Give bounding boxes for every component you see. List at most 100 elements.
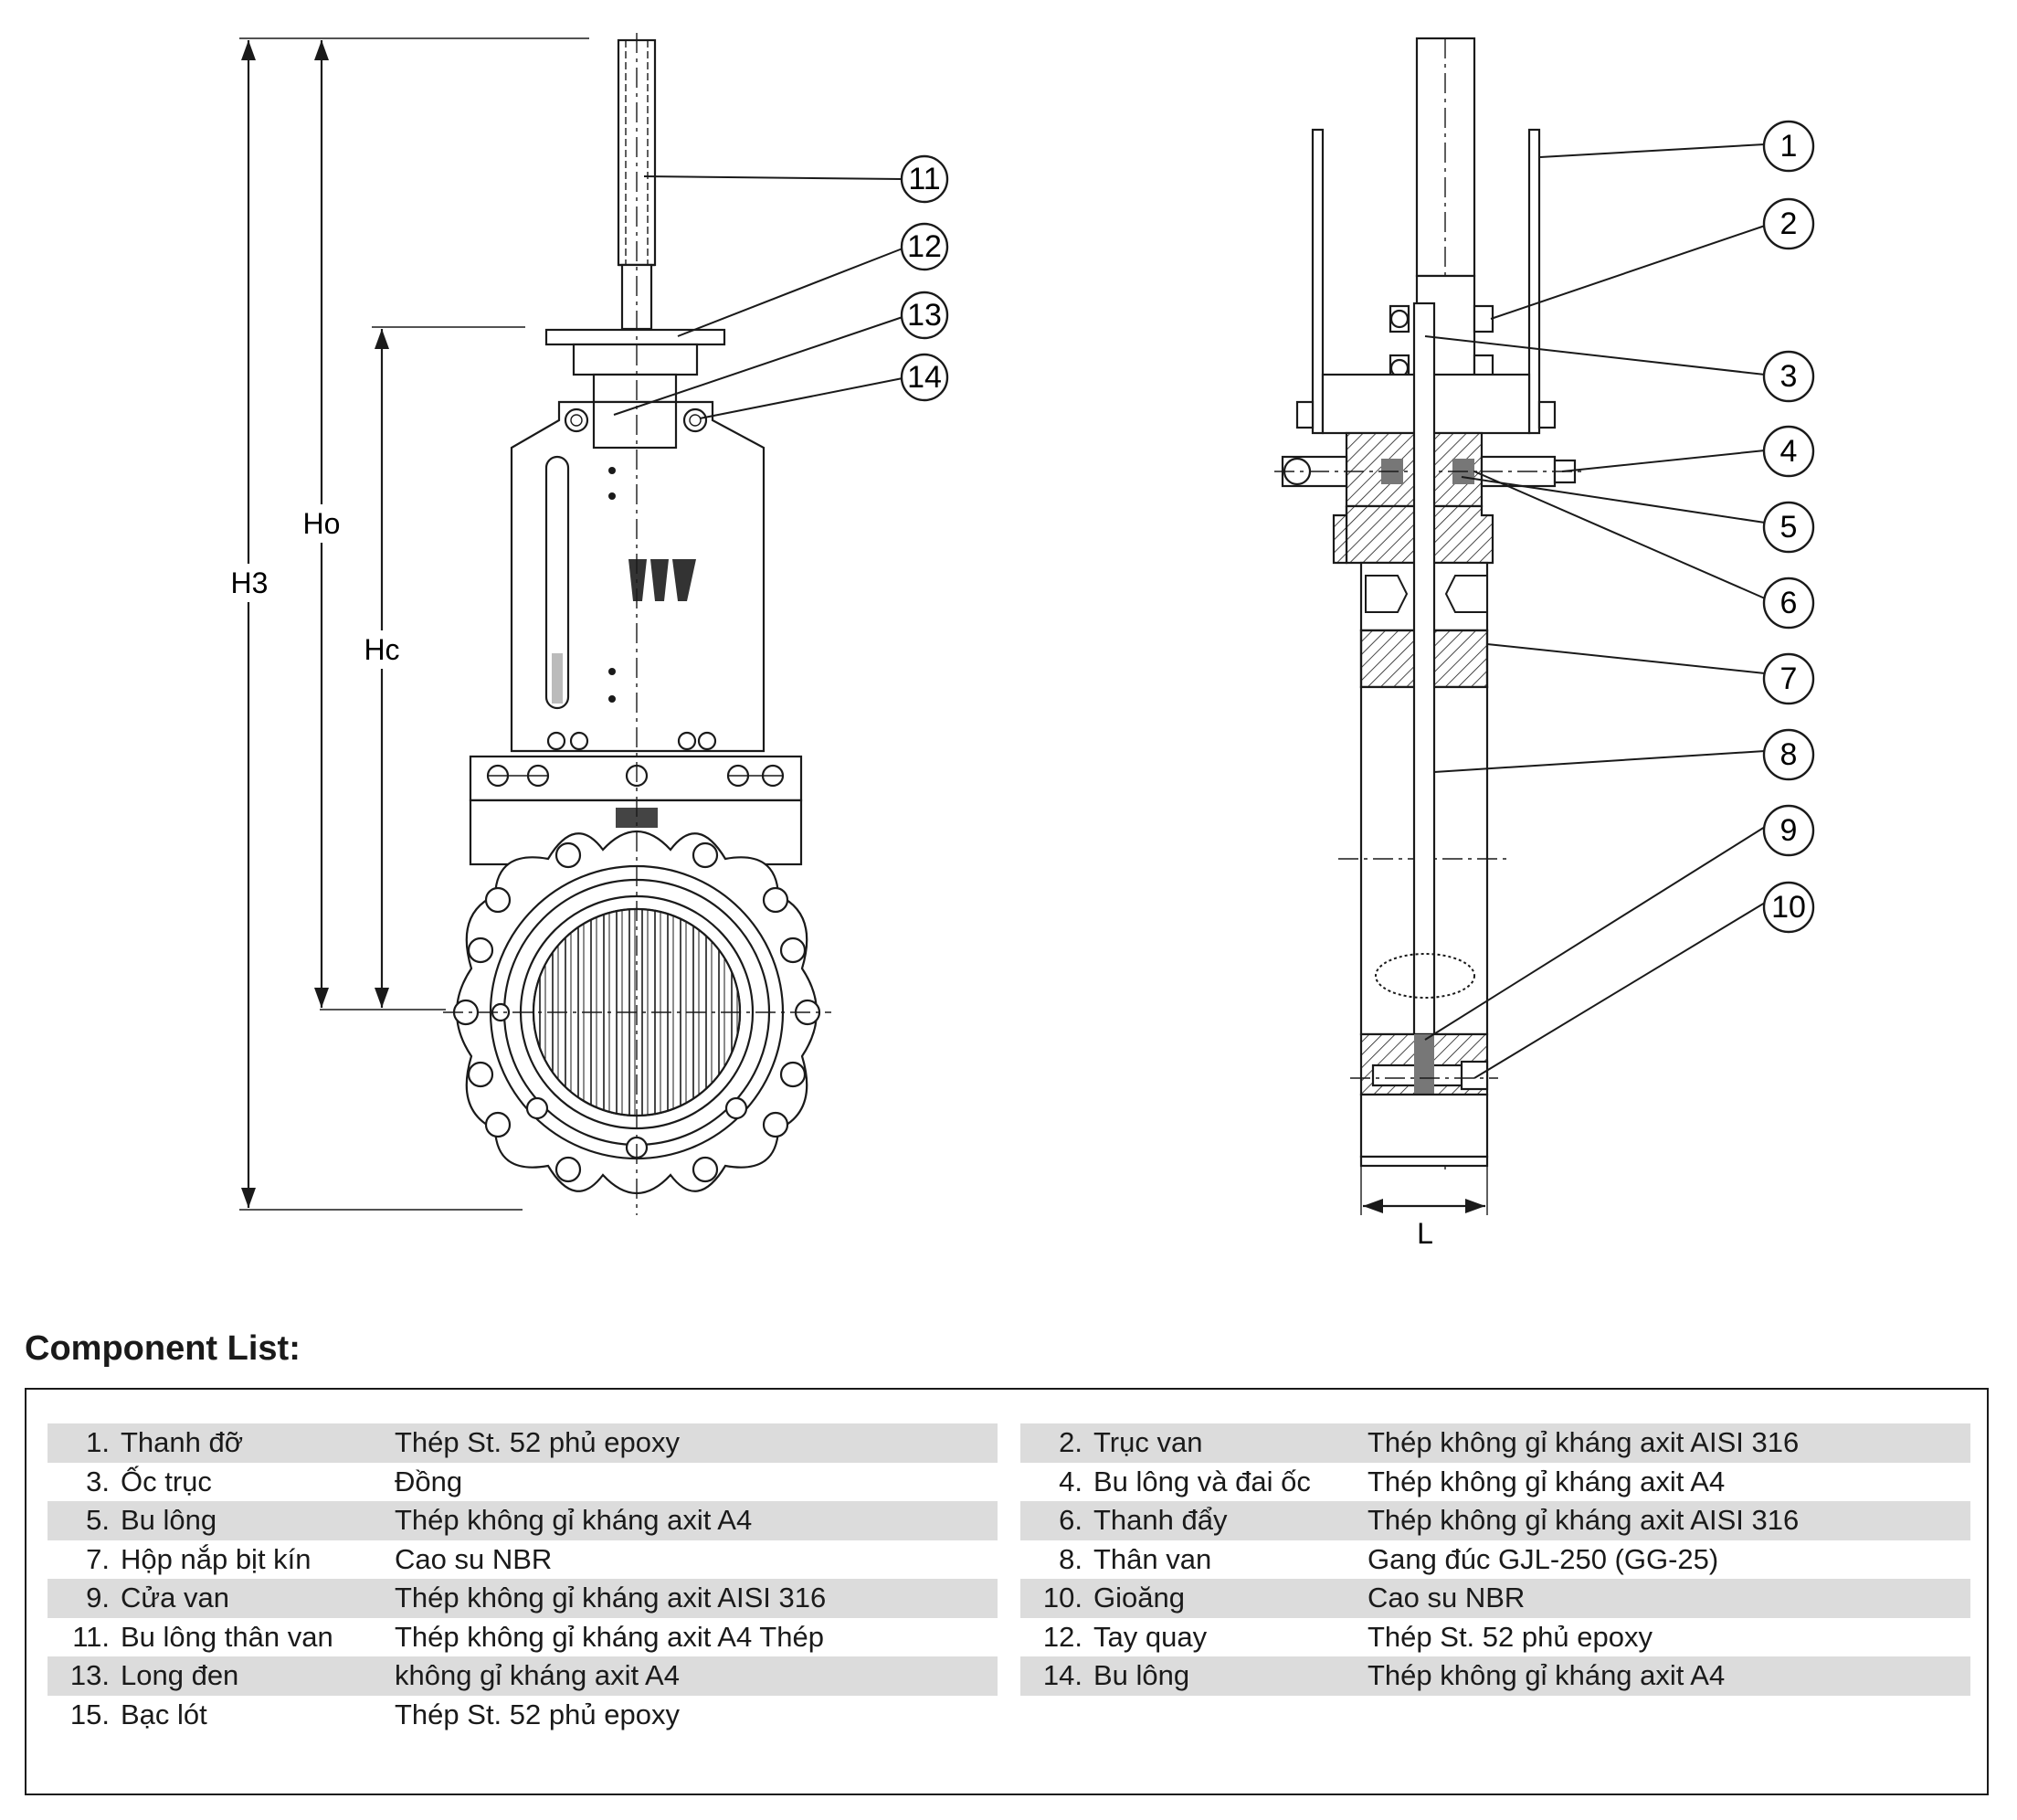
component-material: Cao su NBR (395, 1542, 553, 1575)
callout-4: 4 (1762, 425, 1815, 478)
svg-text:13: 13 (907, 298, 942, 333)
component-material: Cao su NBR (1368, 1582, 1526, 1614)
component-name: Cửa van (121, 1582, 229, 1614)
component-material: Thép không gỉ kháng axit A4 (1368, 1659, 1726, 1692)
component-row: 6. Thanh đẩy Thép không gỉ kháng axit AISI… (1020, 1501, 1970, 1540)
component-name: Hộp nắp bịt kín (121, 1542, 312, 1575)
component-material: Thép không gỉ kháng axit A4 (1368, 1465, 1726, 1497)
callout-9: 9 (1762, 804, 1815, 857)
svg-text:12: 12 (907, 229, 942, 264)
component-number: 11. (72, 1620, 110, 1653)
component-list-table: 1. Thanh đỡ Thép St. 52 phủ epoxy 3. Ốc trụ… (25, 1388, 1989, 1795)
component-name: Bu lông (1093, 1659, 1190, 1692)
dimension-ho-label: Ho (303, 507, 341, 540)
svg-text:2: 2 (1780, 206, 1798, 241)
callout-10: 10 (1762, 881, 1815, 934)
component-number: 8. (1059, 1542, 1082, 1575)
component-number: 12. (1042, 1620, 1082, 1653)
brand-logo (625, 557, 698, 603)
component-name: Bu lông và đai ốc (1093, 1465, 1311, 1497)
svg-text:1: 1 (1780, 129, 1798, 164)
section-view: L (1274, 37, 1766, 1250)
svg-text:9: 9 (1780, 813, 1798, 848)
component-number: 9. (86, 1582, 110, 1614)
svg-text:3: 3 (1780, 359, 1798, 394)
component-list-left-column: 1. Thanh đỡ Thép St. 52 phủ epoxy 3. Ốc trụ… (48, 1423, 998, 1734)
support-post-right (1527, 128, 1541, 435)
front-view: H3 Ho Hc (230, 33, 903, 1215)
callout-13: 13 (900, 291, 949, 340)
valve-technical-drawing: H3 Ho Hc (230, 33, 1815, 1250)
component-row: 4. Bu lông và đai ốc Thép không gỉ kháng a… (1020, 1463, 1970, 1502)
component-number: 2. (1059, 1426, 1082, 1459)
component-number: 4. (1059, 1465, 1082, 1497)
top-plate (544, 328, 726, 346)
component-row: 14. Bu lông Thép không gỉ kháng axit A4 (1020, 1656, 1970, 1696)
component-name: Gioăng (1093, 1582, 1185, 1614)
component-row: 10. Gioăng Cao su NBR (1020, 1579, 1970, 1618)
dimension-hc-label: Hc (364, 633, 399, 666)
component-number: 14. (1042, 1659, 1082, 1692)
component-material: Thép không gỉ kháng axit AISI 316 (395, 1582, 827, 1614)
component-material: Thép không gỉ kháng axit A4 (395, 1504, 753, 1537)
component-row: 13. Long đen không gỉ kháng axit A4 (48, 1656, 998, 1696)
component-name: Trục van (1093, 1426, 1203, 1459)
component-material: Thép St. 52 phủ epoxy (395, 1698, 680, 1730)
component-name: Bu lông thân van (121, 1620, 333, 1653)
dimension-l-label: L (1417, 1217, 1433, 1250)
component-number: 7. (86, 1542, 110, 1575)
callout-14: 14 (900, 353, 949, 402)
callout-3: 3 (1762, 350, 1815, 403)
svg-text:7: 7 (1780, 661, 1798, 696)
component-material: Thép St. 52 phủ epoxy (395, 1426, 680, 1459)
component-name: Thanh đẩy (1093, 1504, 1228, 1537)
knife-gate (1412, 302, 1436, 1036)
callout-5: 5 (1762, 501, 1815, 554)
component-row: 8. Thân van Gang đúc GJL-250 (GG-25) (1020, 1540, 1970, 1580)
svg-text:4: 4 (1780, 434, 1798, 469)
component-row: 1. Thanh đỡ Thép St. 52 phủ epoxy (48, 1423, 998, 1463)
component-row: 7. Hộp nắp bịt kín Cao su NBR (48, 1540, 998, 1580)
svg-text:5: 5 (1780, 510, 1798, 545)
component-row: 9. Cửa van Thép không gỉ kháng axit AISI 3… (48, 1579, 998, 1618)
component-name: Bu lông (121, 1504, 217, 1537)
component-number: 13. (69, 1659, 110, 1692)
component-row: 2. Trục van Thép không gỉ kháng axit AISI … (1020, 1423, 1970, 1463)
svg-text:10: 10 (1771, 890, 1806, 925)
callout-1: 1 (1762, 120, 1815, 173)
callout-2: 2 (1762, 197, 1815, 250)
component-number: 15. (69, 1698, 110, 1730)
component-material: không gỉ kháng axit A4 (395, 1659, 680, 1692)
component-name: Thân van (1093, 1542, 1212, 1575)
callout-6: 6 (1762, 577, 1815, 630)
component-name: Thanh đỡ (121, 1426, 244, 1459)
component-name: Ốc trục (121, 1465, 212, 1497)
flange-bolt-holes (452, 841, 821, 1183)
component-number: 3. (86, 1465, 110, 1497)
component-material: Thép không gỉ kháng axit AISI 316 (1368, 1504, 1800, 1537)
callout-7: 7 (1762, 652, 1815, 705)
callout-8: 8 (1762, 728, 1815, 781)
component-material: Thép không gỉ kháng axit AISI 316 (1368, 1426, 1800, 1459)
callout-12: 12 (900, 222, 949, 271)
component-number: 6. (1059, 1504, 1082, 1537)
component-number: 10. (1042, 1582, 1082, 1614)
dimension-h3-label: H3 (231, 566, 269, 599)
indicator-slot (544, 455, 570, 710)
component-number: 5. (86, 1504, 110, 1537)
support-post-left (1311, 128, 1325, 435)
component-number: 1. (86, 1426, 110, 1459)
component-name: Long đen (121, 1659, 239, 1692)
component-row: 5. Bu lông Thép không gỉ kháng axit A4 (48, 1501, 998, 1540)
component-list-title: Component List: (25, 1329, 301, 1368)
svg-text:14: 14 (907, 360, 942, 395)
svg-text:11: 11 (908, 162, 940, 196)
callout-11: 11 (900, 154, 949, 204)
svg-text:8: 8 (1780, 737, 1798, 772)
component-material: Gang đúc GJL-250 (GG-25) (1368, 1542, 1719, 1575)
